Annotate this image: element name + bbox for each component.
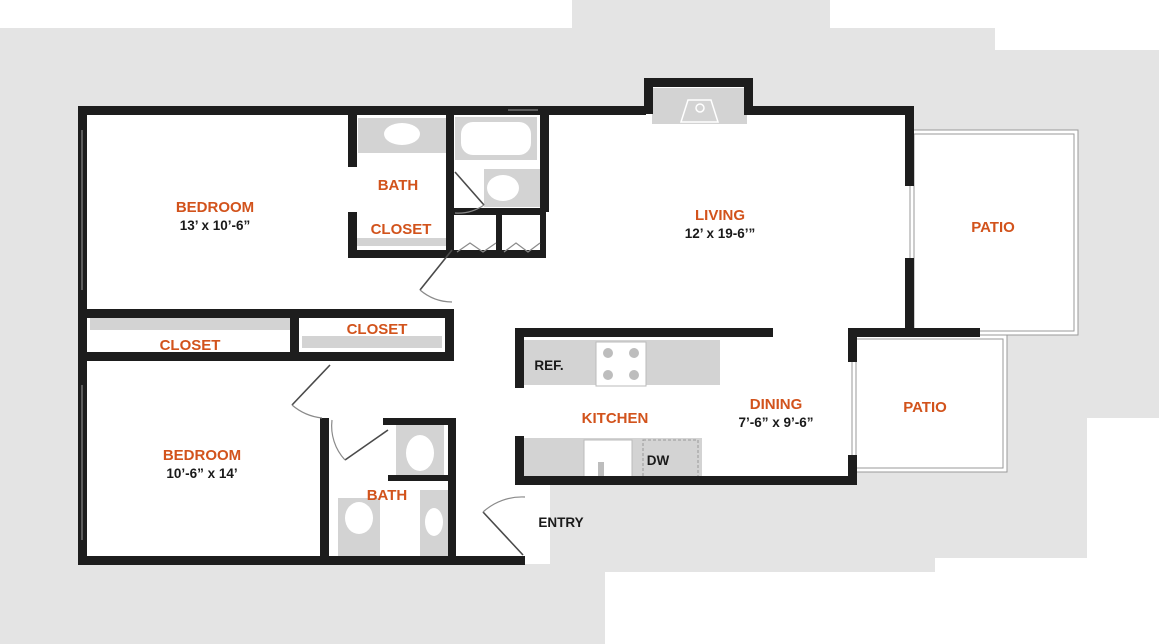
closet-shelf-1 — [90, 318, 290, 330]
entry-label: ENTRY — [538, 515, 583, 530]
closet2-label: CLOSET — [347, 321, 408, 338]
sink — [583, 439, 633, 481]
stove — [595, 341, 647, 387]
refrigerator-label: REF. — [534, 358, 563, 373]
kitchen-label: KITCHEN — [582, 410, 649, 427]
living-dimensions: 12’ x 19-6’” — [685, 226, 756, 241]
fireplace — [652, 88, 747, 124]
patio2-label: PATIO — [903, 399, 947, 416]
bath1-label: BATH — [378, 177, 419, 194]
bedroom2-dimensions: 10’-6” x 14’ — [166, 466, 237, 481]
closet-shelf-2 — [302, 336, 442, 348]
room-labels: BEDROOM 13’ x 10’-6” BATH CLOSET LIVING … — [160, 177, 1016, 530]
closet1-label: CLOSET — [371, 221, 432, 238]
dishwasher-label: DW — [647, 453, 670, 468]
living-label: LIVING — [695, 207, 745, 224]
walls — [78, 78, 980, 565]
closet3-label: CLOSET — [160, 337, 221, 354]
bedroom1-label: BEDROOM — [176, 199, 254, 216]
doors-windows — [81, 109, 911, 556]
dining-label: DINING — [750, 396, 803, 413]
patio1-label: PATIO — [971, 219, 1015, 236]
bath2-label: BATH — [367, 487, 408, 504]
bedroom1-dimensions: 13’ x 10’-6” — [180, 218, 251, 233]
closet-shelf-3 — [355, 238, 447, 246]
bedroom2-label: BEDROOM — [163, 447, 241, 464]
fixtures — [90, 88, 747, 558]
dining-dimensions: 7’-6” x 9’-6” — [738, 415, 813, 430]
